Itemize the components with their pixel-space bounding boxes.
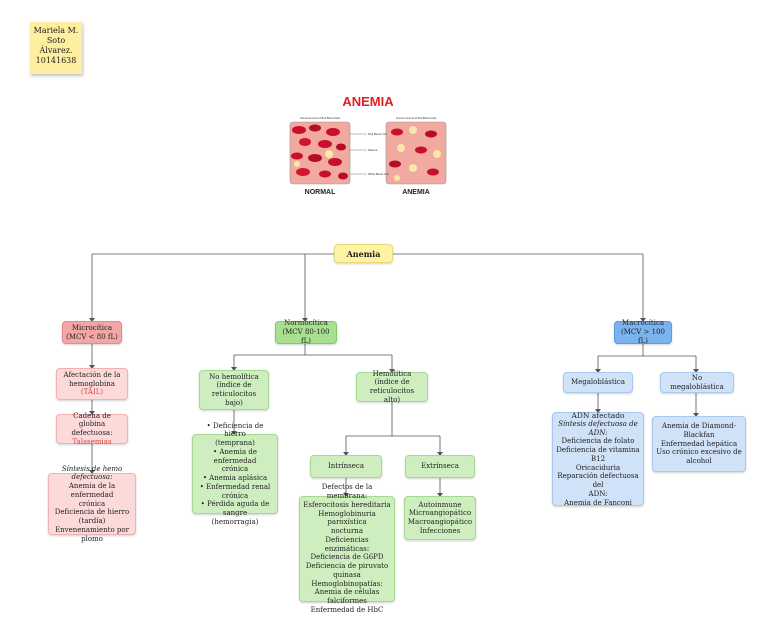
extrinsic-list-item: Microangiopático [408, 509, 472, 518]
normal-blood-panel [289, 121, 351, 185]
normocitica-title: Normocítica [284, 319, 328, 328]
right-caption: Anemic Amount of Red Blood Cells [396, 116, 437, 120]
non-hemolytic-list-item: crónica [221, 465, 249, 474]
non-hemolytic-line: bajo) [225, 398, 243, 407]
left-caption: Normal Amount of Red Blood Cells [300, 116, 341, 120]
intrinsic-list: Defectos de la membrana: Esferocitosis h… [299, 483, 395, 614]
hemoglobin-text-line-with-accent: hemoglobina (TAIL) [60, 380, 124, 398]
intrinsic-list-item: Hemoglobinopatías: [311, 579, 383, 588]
non-hemolytic-line: No hemolítica [209, 372, 259, 381]
non-megaloblastic-list-item: alcohol [686, 457, 712, 466]
anemia-label: ANEMIA [402, 189, 430, 196]
thalassemia-accent: Talasemias [72, 437, 112, 446]
megaloblastic-list-item: Deficiencia de folato [561, 437, 635, 446]
microcitica-title: Microcítica [71, 323, 113, 332]
non-hemolytic-list-item: (temprana) [215, 439, 255, 447]
extrinsic-node: Extrínseca [405, 455, 475, 478]
label-white-blood-cell: White Blood Cell [368, 172, 389, 176]
microcitica-node: Microcítica (MCV < 80 fL) [62, 321, 122, 344]
heme-list-item: Anemia de la enfermedad [68, 482, 116, 499]
author-name-line: Mariela M. [33, 26, 79, 35]
root-label: Anemia [346, 248, 381, 259]
extrinsic-list: Autoinmune Microangiopático Macroangiopá… [404, 496, 476, 540]
megaloblastic-list-item: ADN: [588, 489, 608, 498]
non-hemolytic-line: (índice de reticulocitos [211, 381, 257, 398]
label-red-blood-cell: Red Blood Cell [368, 132, 387, 136]
non-hemolytic-list-item: • Anemia aplásica [202, 474, 268, 482]
anemia-illustration: ANEMIA Normal Amount of Red Blood Cells … [285, 92, 451, 198]
heme-list-item: Envenenamiento por plomo [55, 525, 129, 543]
normal-label: NORMAL [305, 189, 336, 196]
hemoglobin-text-line: Afectación de la [63, 370, 121, 379]
intrinsic-list-item: Enfermedad de HbC [310, 605, 384, 614]
non-megaloblastic-list-item: Enfermedad hepática [660, 439, 738, 448]
non-hemolytic-list-item: • Pérdida aguda de sangre [200, 500, 270, 517]
hemolytic-line: (índice de reticulocitos [369, 378, 415, 395]
intrinsic-list-item: Defectos de la membrana: [321, 483, 373, 501]
intrinsic-node: Intrínseca [310, 455, 382, 478]
megaloblastic-list-item: Anemia de Fanconi [564, 498, 632, 507]
megaloblastic-label: Megaloblástica [570, 378, 626, 387]
intrinsic-list-item: Anemia de células falciformes [314, 588, 380, 606]
author-id-line: 10141638 [35, 56, 77, 65]
non-hemolytic-list-item: (hemorragia) [211, 517, 259, 526]
non-megaloblastic-list-item: Anemia de Diamond-Blackfan [661, 422, 737, 439]
extrinsic-list-item: Infecciones [419, 526, 461, 535]
intrinsic-list-item: Deficiencia de piruvato quinasa [305, 562, 389, 579]
author-name-line: Soto [46, 36, 66, 45]
hemoglobin-affected-node: Afectación de la hemoglobina (TAIL) [56, 368, 128, 400]
megaloblastic-list-item: ADN afectado [571, 410, 625, 420]
non-hemolytic-list-item: • Enfermedad renal crónica [199, 482, 271, 500]
intrinsic-list-item: Hemoglobinuria paroxística [318, 509, 376, 527]
hemolytic-node: Hemolítica (índice de reticulocitos alto… [356, 369, 428, 404]
intrinsic-list-item: nocturna [331, 527, 363, 536]
anemia-blood-panel [385, 121, 447, 185]
macrocitica-range: (MCV > 100 fL) [621, 328, 665, 345]
globin-text-line: defectuosa: [71, 429, 113, 437]
megaloblastic-list-item: Oricaciduria [575, 463, 621, 472]
label-plasma: Plasma [368, 148, 378, 152]
macrocitica-title: Macrocítica [621, 319, 665, 328]
illustration-title: ANEMIA [342, 94, 394, 109]
megaloblastic-list-item: Síntesis defectuosa de ADN: [558, 419, 638, 437]
normocitica-node: Normocítica (MCV 80-100 fL) [275, 319, 337, 345]
intrinsic-list-item: Esferocitosis hereditaria [303, 500, 391, 509]
heme-list-item: Deficiencia de hierro (tardía) [54, 508, 130, 526]
globin-chain-node: Cadena de globina defectuosa: Talasemias [56, 411, 128, 446]
author-name-line: Álvarez. [39, 46, 73, 55]
megaloblastic-node: Megaloblástica [563, 372, 633, 393]
megaloblastic-list-item: Reparación defectuosa del [557, 472, 639, 490]
megaloblastic-list-item: Deficiencia de vitamina B12 [556, 446, 640, 463]
non-hemolytic-list-item: • Anemia de enfermedad [213, 447, 257, 465]
extrinsic-list-item: Macroangiopático [407, 518, 473, 526]
non-megaloblastic-list: Anemia de Diamond-Blackfan Enfermedad he… [652, 416, 746, 472]
hemolytic-line: alto) [383, 395, 401, 404]
microcitica-range: (MCV < 80 fL) [66, 332, 118, 341]
non-megaloblastic-label: No megaloblástica [670, 373, 724, 391]
non-hemolytic-list-item: • Deficiencia de hierro [206, 421, 264, 439]
megaloblastic-list: ADN afectado Síntesis defectuosa de ADN:… [552, 410, 644, 507]
heme-list-item: crónica [78, 499, 106, 508]
normocitica-range: (MCV 80-100 fL) [282, 328, 330, 345]
hemolytic-line: Hemolítica [372, 369, 412, 378]
non-hemolytic-list: • Deficiencia de hierro (temprana) • Ane… [192, 422, 278, 526]
non-megaloblastic-list-item: Uso crónico excesivo de [656, 448, 742, 457]
heme-synthesis-node: Síntesis de hemo defectuosa: Anemia de l… [48, 465, 136, 543]
extrinsic-list-item: Autoinmune [418, 500, 462, 509]
globin-text-line: Cadena de globina [73, 411, 111, 429]
heme-list-item: Síntesis de hemo defectuosa: [61, 464, 123, 482]
intrinsic-list-item: Deficiencia de G6PD [310, 553, 384, 562]
non-hemolytic-node: No hemolítica (índice de reticulocitos b… [199, 370, 269, 410]
macrocitica-node: Macrocítica (MCV > 100 fL) [614, 319, 672, 345]
hemoglobin-text-line: hemoglobina [69, 379, 115, 388]
non-megaloblastic-node: No megaloblástica [660, 372, 734, 393]
intrinsic-list-item: Deficiencias enzimáticas: [324, 535, 370, 553]
extrinsic-label: Extrínseca [421, 462, 459, 471]
tail-accent: (TAIL) [80, 388, 104, 397]
intrinsic-label: Intrínseca [327, 462, 364, 471]
root-node-anemia: Anemia [334, 244, 393, 263]
author-sticky-note: Mariela M. Soto Álvarez. 10141638 [30, 22, 82, 74]
